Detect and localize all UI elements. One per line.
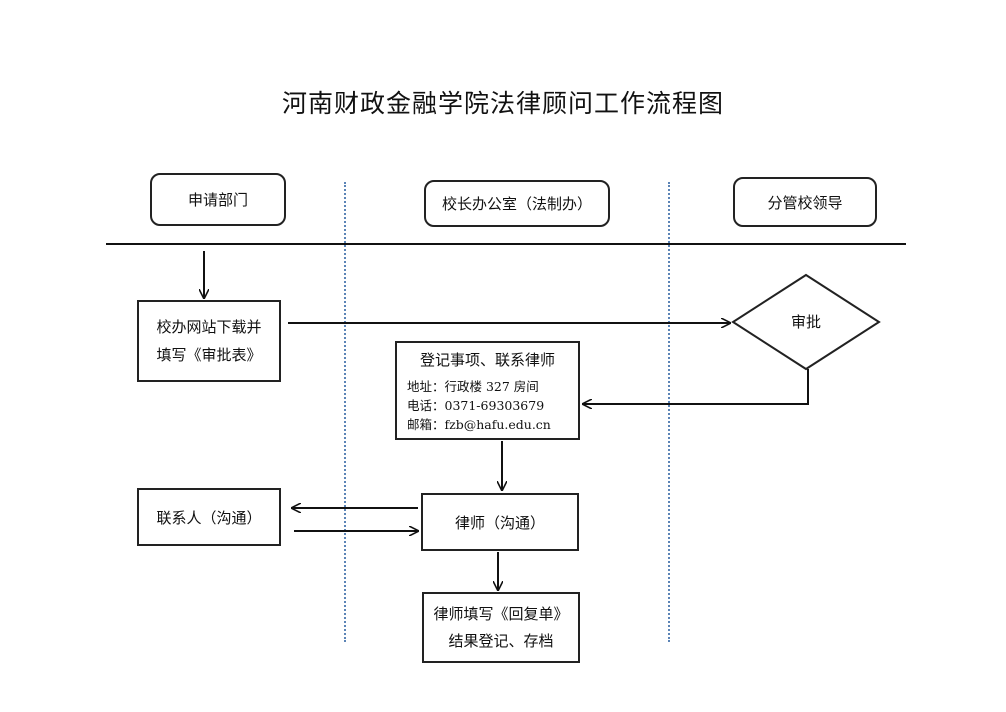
register-phone: 电话：0371-69303679 bbox=[407, 398, 545, 414]
contact-person-label: 联系人（沟通） bbox=[156, 508, 262, 527]
register-email: 邮箱：fzb@hafu.edu.cn bbox=[407, 417, 551, 433]
reply-form-line1: 律师填写《回复单》 bbox=[433, 604, 569, 623]
lawyer-communication-box: 律师（沟通） bbox=[421, 493, 579, 551]
approve-label: 审批 bbox=[790, 313, 821, 331]
reply-form-line2: 结果登记、存档 bbox=[448, 631, 554, 650]
reply-form-box: 律师填写《回复单》 结果登记、存档 bbox=[422, 592, 580, 663]
download-form-line1: 校办网站下载并 bbox=[156, 317, 262, 336]
lane-divider-1 bbox=[344, 182, 346, 642]
register-box: 登记事项、联系律师 地址：行政楼 327 房间 电话：0371-69303679… bbox=[395, 341, 580, 440]
lane-header-applicant-department: 申请部门 bbox=[150, 173, 286, 226]
download-form-box: 校办网站下载并 填写《审批表》 bbox=[137, 300, 281, 382]
lawyer-communication-label: 律师（沟通） bbox=[454, 513, 545, 532]
page-title: 河南财政金融学院法律顾问工作流程图 bbox=[281, 89, 724, 118]
download-form-line2: 填写《审批表》 bbox=[156, 346, 262, 364]
header-rule bbox=[106, 243, 906, 245]
register-address: 地址：行政楼 327 房间 bbox=[407, 378, 539, 394]
lane-header-label: 分管校领导 bbox=[767, 193, 843, 212]
approve-diamond bbox=[731, 273, 881, 371]
lane-divider-2 bbox=[668, 182, 670, 642]
lane-header-president-office: 校长办公室（法制办） bbox=[424, 180, 610, 227]
register-heading: 登记事项、联系律师 bbox=[419, 351, 555, 370]
arrow-approve-to-register bbox=[583, 369, 809, 404]
contact-person-box: 联系人（沟通） bbox=[137, 488, 281, 546]
lane-header-label: 校长办公室（法制办） bbox=[441, 195, 592, 213]
lane-header-leader: 分管校领导 bbox=[733, 177, 877, 227]
lane-header-label: 申请部门 bbox=[187, 191, 248, 209]
